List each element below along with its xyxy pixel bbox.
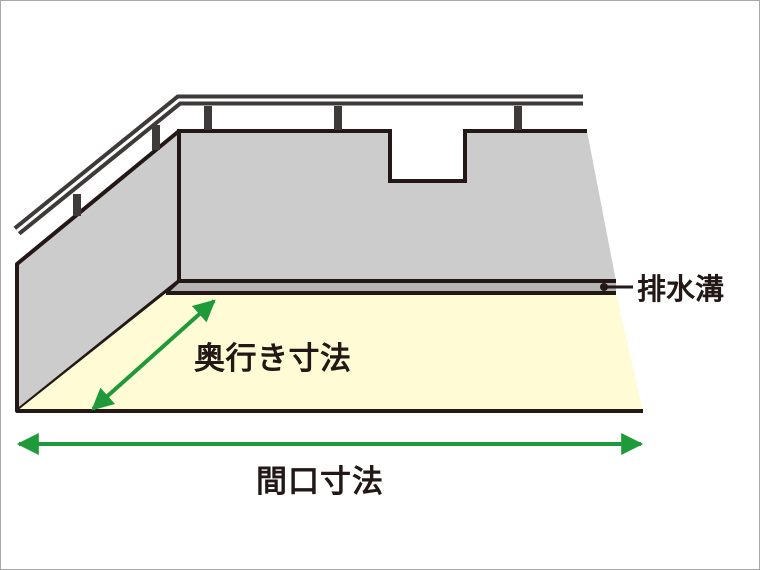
gutter-corner-edge [164, 279, 181, 295]
handrail-highlight [16, 98, 583, 233]
depth-dimension-arrow [91, 299, 216, 411]
back-wall [179, 131, 616, 281]
railing-post [204, 106, 212, 130]
depth-dimension-label: 奥行き寸法 [194, 341, 352, 377]
railing-post [334, 106, 342, 130]
railing-post [152, 125, 160, 150]
railing-post [73, 194, 81, 216]
width-dimension-label: 間口寸法 [256, 464, 384, 500]
drain-gutter [166, 281, 616, 293]
railing-post [514, 106, 522, 130]
back-wall-outline [177, 129, 587, 281]
drain-label: 排水溝 [637, 272, 725, 306]
